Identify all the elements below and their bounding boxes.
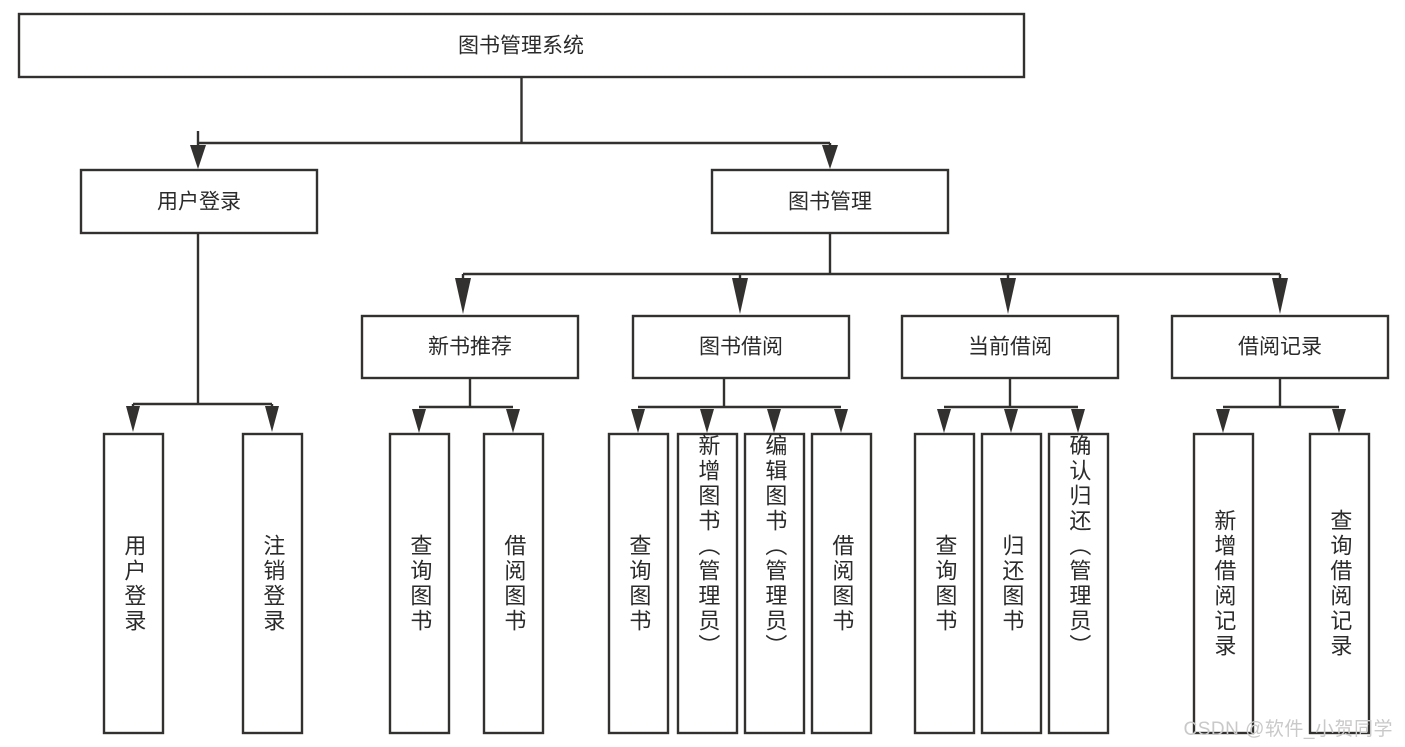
arrow-to-borrow-record bbox=[1272, 278, 1288, 314]
leaf-return-book-label: 归还图书 bbox=[999, 533, 1025, 634]
arrow-to-leaf-borrow-book-1 bbox=[506, 409, 520, 433]
leaf-query-book-1-label: 查询图书 bbox=[407, 533, 433, 634]
node-current-borrow-box[interactable] bbox=[900, 314, 1120, 380]
leaf-query-record[interactable]: 查询借阅记录 bbox=[1310, 434, 1369, 733]
leaf-borrow-book-2[interactable]: 借阅图书 bbox=[812, 434, 871, 733]
connector-group-borrowrecord-to-leaves bbox=[1216, 378, 1346, 433]
leaf-borrow-book-1-label: 借阅图书 bbox=[501, 533, 527, 634]
leaf-box-query-book-3[interactable] bbox=[913, 432, 976, 735]
connector-group-bookmanage-to-level3 bbox=[455, 233, 1288, 314]
node-current-borrow[interactable]: 当前借阅 bbox=[900, 314, 1120, 380]
arrow-to-leaf-return-book bbox=[1004, 409, 1018, 433]
node-user-login-box[interactable] bbox=[79, 168, 319, 235]
leaf-box-logout[interactable] bbox=[241, 432, 304, 735]
node-new-book-recommend-label: 新书推荐 bbox=[428, 336, 512, 359]
leaf-query-book-2-label: 查询图书 bbox=[626, 533, 652, 634]
leaf-add-book-label: 新增图书（管理员） bbox=[695, 434, 721, 659]
leaf-box-return-book[interactable] bbox=[980, 432, 1043, 735]
leaf-box-confirm-return[interactable] bbox=[1047, 432, 1110, 735]
node-book-manage[interactable]: 图书管理 bbox=[710, 168, 950, 235]
leaf-add-book[interactable]: 新增图书（管理员） bbox=[678, 434, 737, 733]
node-borrow-record-box[interactable] bbox=[1170, 314, 1390, 380]
arrow-to-leaf-add-book bbox=[700, 409, 714, 433]
leaf-add-record-label: 新增借阅记录 bbox=[1211, 508, 1237, 659]
leaf-logout-label: 注销登录 bbox=[260, 533, 286, 634]
leaf-query-record-label: 查询借阅记录 bbox=[1327, 508, 1353, 659]
leaf-box-user-login[interactable] bbox=[102, 432, 165, 735]
connector-group-root-to-level2 bbox=[190, 78, 838, 169]
arrow-to-leaf-query-book-1 bbox=[412, 409, 426, 433]
leaf-box-group bbox=[102, 432, 1371, 735]
arrow-to-new-book-recommend bbox=[455, 278, 471, 314]
leaf-box-borrow-book-2[interactable] bbox=[810, 432, 873, 735]
leaf-borrow-book-2-label: 借阅图书 bbox=[829, 533, 855, 634]
leaf-box-query-record[interactable] bbox=[1308, 432, 1371, 735]
arrow-to-leaf-query-book-3 bbox=[937, 409, 951, 433]
leaf-logout[interactable]: 注销登录 bbox=[243, 434, 302, 733]
leaf-confirm-return[interactable]: 确认归还（管理员） bbox=[1049, 434, 1108, 733]
leaf-borrow-book-1[interactable]: 借阅图书 bbox=[484, 434, 543, 733]
arrow-to-leaf-borrow-book-2 bbox=[834, 409, 848, 433]
node-borrow-record[interactable]: 借阅记录 bbox=[1170, 314, 1390, 380]
leaf-query-book-3[interactable]: 查询图书 bbox=[915, 434, 974, 733]
leaf-edit-book[interactable]: 编辑图书（管理员） bbox=[745, 434, 804, 733]
node-book-manage-box[interactable] bbox=[710, 168, 950, 235]
node-book-borrow-box[interactable] bbox=[631, 314, 851, 380]
node-new-book-recommend[interactable]: 新书推荐 bbox=[360, 314, 580, 380]
leaf-box-query-book-1[interactable] bbox=[388, 432, 451, 735]
arrow-to-leaf-query-book-2 bbox=[631, 409, 645, 433]
arrow-to-leaf-logout bbox=[265, 406, 279, 432]
node-borrow-record-label: 借阅记录 bbox=[1238, 336, 1322, 359]
arrow-to-book-manage bbox=[822, 145, 838, 169]
leaf-query-book-3-label: 查询图书 bbox=[932, 533, 958, 634]
arrow-to-leaf-edit-book bbox=[767, 409, 781, 433]
arrow-to-leaf-add-record bbox=[1216, 409, 1230, 433]
node-book-borrow[interactable]: 图书借阅 bbox=[631, 314, 851, 380]
leaf-add-record[interactable]: 新增借阅记录 bbox=[1194, 434, 1253, 733]
node-user-login[interactable]: 用户登录 bbox=[79, 168, 319, 235]
leaf-edit-book-label: 编辑图书（管理员） bbox=[762, 434, 788, 659]
arrow-to-leaf-confirm-return bbox=[1071, 409, 1085, 433]
leaf-user-login[interactable]: 用户登录 bbox=[104, 434, 163, 733]
arrow-to-leaf-query-record bbox=[1332, 409, 1346, 433]
node-root-label: 图书管理系统 bbox=[458, 35, 584, 58]
leaf-box-add-book[interactable] bbox=[676, 432, 739, 735]
leaf-confirm-return-label: 确认归还（管理员） bbox=[1066, 434, 1092, 659]
connector-group-bookborrow-to-leaves bbox=[631, 378, 848, 433]
leaf-query-book-1[interactable]: 查询图书 bbox=[390, 434, 449, 733]
node-current-borrow-label: 当前借阅 bbox=[968, 336, 1052, 359]
node-user-login-label: 用户登录 bbox=[157, 191, 241, 214]
arrow-to-leaf-user-login bbox=[126, 406, 140, 432]
leaf-return-book[interactable]: 归还图书 bbox=[982, 434, 1041, 733]
arrow-to-user-login bbox=[190, 145, 206, 169]
connector-group-userlogin-to-leaves bbox=[126, 233, 279, 432]
csdn-watermark: CSDN @软件_小贺同学 bbox=[1183, 719, 1393, 740]
leaf-box-borrow-book-1[interactable] bbox=[482, 432, 545, 735]
node-book-manage-label: 图书管理 bbox=[788, 191, 872, 214]
connector-group-currentborrow-to-leaves bbox=[937, 378, 1085, 433]
leaf-box-query-book-2[interactable] bbox=[607, 432, 670, 735]
arrow-to-current-borrow bbox=[1000, 278, 1016, 314]
leaf-user-login-label: 用户登录 bbox=[121, 533, 147, 634]
node-new-book-recommend-box[interactable] bbox=[360, 314, 580, 380]
arrow-to-book-borrow bbox=[732, 278, 748, 314]
leaf-box-add-record[interactable] bbox=[1192, 432, 1255, 735]
leaf-query-book-2[interactable]: 查询图书 bbox=[609, 434, 668, 733]
leaf-box-edit-book[interactable] bbox=[743, 432, 806, 735]
connector-group-newbook-to-leaves bbox=[412, 378, 520, 433]
node-root-box[interactable] bbox=[17, 12, 1026, 79]
node-root[interactable]: 图书管理系统 bbox=[17, 12, 1026, 79]
node-book-borrow-label: 图书借阅 bbox=[699, 336, 783, 359]
